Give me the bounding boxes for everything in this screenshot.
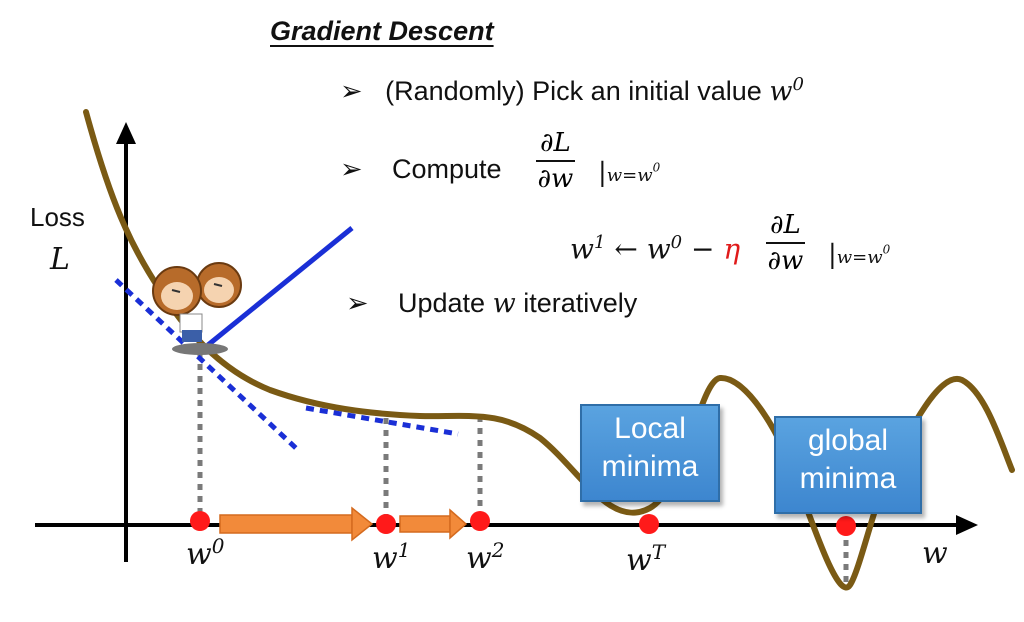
bullet-text-1: (Randomly) Pick an initial value [385,76,762,106]
bullet-arrow-3: ➢ [346,288,369,319]
global-minima-line1: global [807,424,889,457]
label-w1: w1 [372,538,410,576]
tangent-line-dotted-w1 [305,405,459,437]
x-axis-arrowhead [956,515,978,535]
point-w1 [376,514,396,534]
label-w0-sup: 0 [211,534,225,558]
label-wT: wT [626,540,665,578]
bullet-var-3: w [492,288,516,319]
y-axis-arrowhead [116,122,136,144]
eval-sub-1: w=w [606,165,653,186]
y-axis-label-loss: Loss [30,202,85,232]
character-icon [152,262,242,355]
label-wT-sup: T [651,540,666,564]
local-minima-line2: minima [601,450,699,483]
point-w0 [190,511,210,531]
y-axis-label-L: L [50,242,70,277]
tangent-line-solid [206,226,354,347]
point-w2 [470,511,490,531]
label-w2: w2 [466,538,504,576]
bullet-compute: Compute [392,154,502,184]
eval-at-w0-1: |w=w0 [598,158,660,188]
eval-at-w0-2: |w=w0 [828,240,890,270]
minus-sign: − [691,232,715,266]
derivative-num-2: ∂L [766,210,805,244]
derivative-den-2: ∂w [767,246,804,276]
step-arrow-2 [399,508,468,540]
slide-title: Gradient Descent [270,16,494,46]
bullet-text-3a: Update [398,288,486,318]
eval-bar-2: | [828,240,837,270]
local-minima-box: Local minima [580,404,720,502]
learning-rate-eta: η [723,232,741,266]
label-w0-var: w [186,537,212,572]
bullet-text-3b: iteratively [523,288,638,318]
eval-bar-1: | [598,158,607,188]
eval-sub-2: w=w [836,247,883,268]
bullet-update: Update w iteratively [398,288,637,319]
derivative-fraction-1: ∂L ∂w [536,128,575,194]
lhs-sup: 1 [593,232,606,253]
global-minima-line2: minima [799,462,897,495]
x-axis-label-w: w [922,536,948,571]
point-global [836,516,856,536]
lhs-var: w [570,232,594,266]
eval-sup-1: 0 [652,160,661,175]
bullet-arrow-icon: ➢ [346,288,369,318]
label-w1-var: w [372,541,398,576]
step-arrow-1 [219,506,374,542]
label-w0: w0 [186,534,224,572]
bullet-var-1: w [769,76,793,107]
bullet-arrow-icon: ➢ [340,154,363,184]
tangent-line-dotted-w0 [114,278,300,452]
global-minima-box: global minima [774,416,922,514]
bullet-arrow-icon: ➢ [340,76,363,106]
update-formula: w1 ← w0 − η [570,232,740,265]
derivative-den-1: ∂w [537,164,574,194]
local-minima-line1: Local [614,412,686,445]
label-w1-sup: 1 [397,538,411,562]
eval-sup-2: 0 [882,242,891,257]
label-w2-var: w [466,541,492,576]
rhs-var: w [646,232,671,266]
assign-arrow: ← [614,232,638,266]
bullet-pick-initial: ➢ (Randomly) Pick an initial value w0 [340,74,804,107]
derivative-num-1: ∂L [536,128,575,162]
point-wT [639,514,659,534]
derivative-fraction-2: ∂L ∂w [766,210,805,276]
bullet-sup-1: 0 [792,74,804,95]
label-w2-sup: 2 [491,538,505,562]
label-wT-var: w [626,543,652,578]
rhs-sup: 0 [670,232,683,253]
bullet-arrow-2: ➢ [340,154,363,185]
